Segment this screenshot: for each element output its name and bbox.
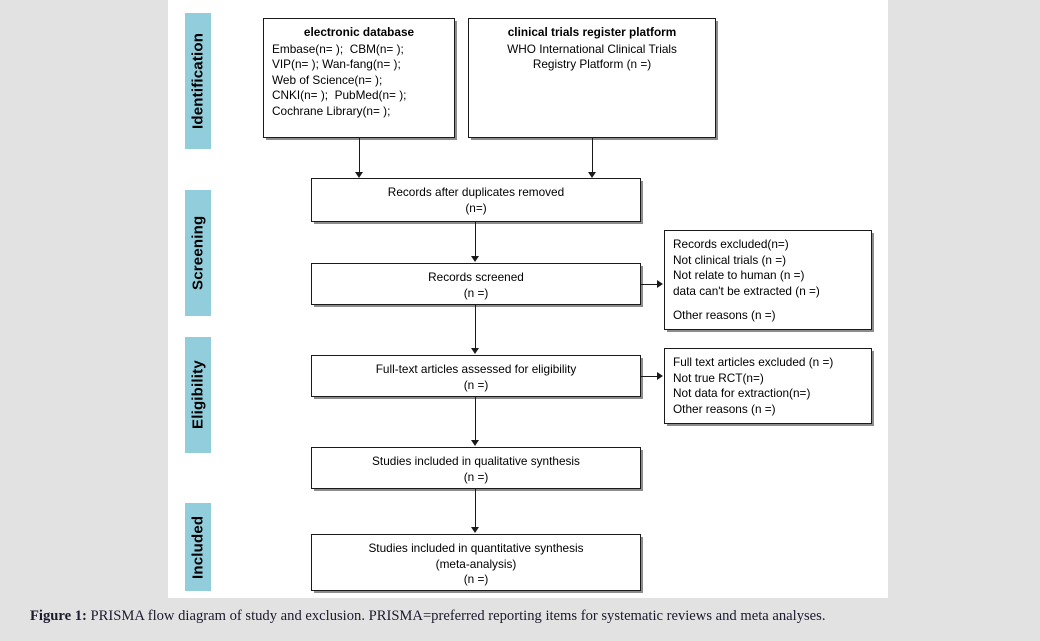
qualitative-synthesis-line-1: Studies included in qualitative synthesi… [372, 454, 580, 468]
fulltext-assessed-line-1: Full-text articles assessed for eligibil… [375, 362, 577, 376]
records-excluded-line-2: Not clinical trials (n =) [673, 252, 787, 267]
quantitative-synthesis-line-3: (n =) [463, 572, 489, 587]
box-fulltext-assessed: Full-text articles assessed for eligibil… [311, 355, 641, 397]
connector-database-to-duplicates [359, 138, 360, 176]
stage-label-included: Included [185, 503, 211, 591]
arrowhead-platform-to-duplicates [587, 172, 596, 178]
connector-fulltext-to-qualitative [475, 397, 476, 444]
qualitative-synthesis-line-2: (n =) [463, 469, 489, 484]
arrowhead-duplicates-to-screened [470, 256, 479, 262]
records-excluded-line-4: data can't be extracted (n =) [673, 283, 820, 298]
connector-fulltext-to-excluded [641, 376, 661, 377]
fulltext-excluded-line-4: Other reasons (n =) [673, 401, 776, 416]
stage-label-identification-text: Identification [189, 32, 207, 130]
register-platform-title: clinical trials register platform [507, 25, 677, 39]
arrowhead-screened-to-excluded [657, 279, 663, 288]
stage-label-screening-text: Screening [189, 215, 207, 291]
records-excluded-line-6: Other reasons (n =) [673, 308, 776, 323]
register-platform-line-2: Registry Platform (n =) [532, 57, 652, 72]
electronic-database-line-2: VIP(n= ); Wan-fang(n= ); [272, 57, 401, 72]
box-electronic-database: electronic database Embase(n= ); CBM(n= … [263, 18, 455, 138]
records-excluded-line-1: Records excluded(n=) [673, 237, 789, 251]
electronic-database-title: electronic database [303, 25, 415, 39]
arrowhead-qualitative-to-quantitative [470, 527, 479, 533]
connector-screened-to-excluded [641, 284, 661, 285]
box-records-excluded: Records excluded(n=) Not clinical trials… [664, 230, 872, 330]
records-excluded-line-3: Not relate to human (n =) [673, 268, 805, 283]
arrowhead-screened-to-fulltext [470, 348, 479, 354]
electronic-database-line-1: Embase(n= ); CBM(n= ); [272, 41, 404, 56]
box-register-platform: clinical trials register platform WHO In… [468, 18, 716, 138]
connector-platform-to-duplicates [592, 138, 593, 176]
duplicates-removed-line-2: (n=) [465, 200, 487, 215]
electronic-database-line-3: Web of Science(n= ); [272, 72, 383, 87]
quantitative-synthesis-line-2: (meta-analysis) [435, 556, 517, 571]
connector-screened-to-fulltext [475, 305, 476, 352]
figure-panel: Identification Screening Eligibility Inc… [168, 0, 888, 598]
stage-label-included-text: Included [189, 515, 207, 579]
figure-caption-label: Figure 1: [30, 608, 87, 624]
box-quantitative-synthesis: Studies included in quantitative synthes… [311, 534, 641, 591]
fulltext-excluded-line-2: Not true RCT(n=) [673, 370, 764, 385]
box-qualitative-synthesis: Studies included in qualitative synthesi… [311, 447, 641, 489]
register-platform-line-1: WHO International Clinical Trials [507, 41, 677, 56]
box-duplicates-removed: Records after duplicates removed (n=) [311, 178, 641, 222]
stage-label-screening: Screening [185, 190, 211, 316]
fulltext-excluded-line-3: Not data for extraction(n=) [673, 386, 811, 401]
connector-qualitative-to-quantitative [475, 489, 476, 531]
stage-label-identification: Identification [185, 13, 211, 149]
figure-caption: Figure 1: PRISMA flow diagram of study a… [30, 608, 1020, 625]
figure-caption-text: PRISMA flow diagram of study and exclusi… [86, 608, 826, 624]
records-excluded-spacer [673, 299, 863, 308]
arrowhead-fulltext-to-excluded [657, 371, 663, 380]
arrowhead-fulltext-to-qualitative [470, 440, 479, 446]
box-fulltext-excluded: Full text articles excluded (n =) Not tr… [664, 348, 872, 424]
quantitative-synthesis-line-1: Studies included in quantitative synthes… [368, 541, 584, 555]
duplicates-removed-line-1: Records after duplicates removed [387, 185, 565, 199]
fulltext-excluded-line-1: Full text articles excluded (n =) [673, 355, 834, 369]
box-records-screened: Records screened (n =) [311, 263, 641, 305]
records-screened-line-1: Records screened [428, 270, 524, 284]
records-screened-line-2: (n =) [463, 285, 489, 300]
electronic-database-line-4: CNKI(n= ); PubMed(n= ); [272, 88, 407, 103]
arrowhead-database-to-duplicates [354, 172, 363, 178]
stage-label-eligibility-text: Eligibility [189, 360, 207, 430]
connector-duplicates-to-screened [475, 222, 476, 260]
fulltext-assessed-line-2: (n =) [463, 377, 489, 392]
electronic-database-line-5: Cochrane Library(n= ); [272, 103, 391, 118]
stage-label-eligibility: Eligibility [185, 337, 211, 453]
